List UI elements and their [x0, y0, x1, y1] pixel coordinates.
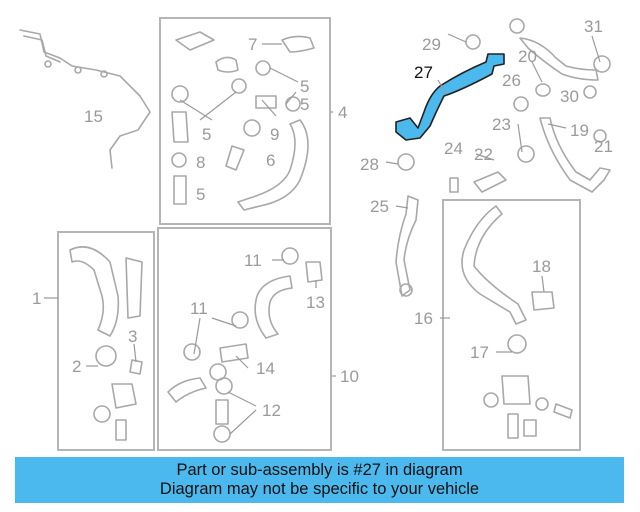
info-banner: Part or sub-assembly is #27 in diagram D… [15, 457, 624, 503]
callout-14: 14 [256, 359, 275, 378]
group-10-parts [167, 247, 323, 443]
callout-labels: 1 2 3 4 5 5 5 5 6 7 8 9 10 11 11 12 13 1… [32, 17, 613, 420]
group-box-1 [57, 231, 155, 451]
callout-9: 9 [270, 125, 279, 144]
callout-19: 19 [570, 121, 589, 140]
callout-11a: 11 [244, 251, 262, 270]
callout-5c: 5 [196, 185, 205, 204]
callout-10: 10 [340, 367, 359, 386]
callout-20: 20 [518, 47, 537, 66]
callout-5a: 5 [300, 77, 309, 96]
callout-5d: 5 [300, 95, 309, 114]
callout-13: 13 [306, 293, 325, 312]
callout-31: 31 [584, 17, 603, 36]
callout-2: 2 [72, 357, 81, 376]
banner-line-2: Diagram may not be specific to your vehi… [159, 480, 480, 498]
callout-28: 28 [360, 155, 379, 174]
callout-8: 8 [196, 153, 205, 172]
group-16-parts [461, 205, 573, 439]
callout-11b: 11 [190, 299, 208, 318]
callout-24: 24 [444, 139, 463, 158]
banner-line-1: Part or sub-assembly is #27 in diagram [176, 461, 463, 479]
callout-29: 29 [422, 35, 441, 54]
leader-lines [44, 33, 601, 435]
callout-15: 15 [84, 107, 103, 126]
group-4-parts [171, 31, 315, 211]
group-box-16 [442, 199, 581, 451]
callout-21: 21 [594, 137, 613, 156]
callout-3: 3 [128, 327, 137, 346]
callout-4: 4 [338, 103, 347, 122]
callout-18: 18 [532, 257, 551, 276]
callout-22: 22 [474, 145, 493, 164]
callout-6: 6 [266, 151, 275, 170]
right-side-parts [397, 18, 611, 193]
group-box-4 [159, 17, 331, 225]
callout-26: 26 [502, 71, 521, 90]
part-25-hose [395, 195, 419, 297]
callout-12: 12 [262, 401, 281, 420]
callout-23: 23 [492, 115, 511, 134]
callout-7: 7 [248, 35, 257, 54]
callout-25: 25 [370, 197, 389, 216]
group-1-parts [69, 246, 143, 441]
callout-16: 16 [414, 309, 433, 328]
callout-27: 27 [414, 63, 433, 82]
group-box-10 [157, 227, 332, 451]
callout-1: 1 [32, 289, 41, 308]
callout-30: 30 [560, 87, 579, 106]
callout-5b: 5 [202, 125, 211, 144]
part-27-pipe [395, 53, 505, 141]
part-15-bracket [19, 29, 151, 169]
callout-17: 17 [470, 343, 489, 362]
